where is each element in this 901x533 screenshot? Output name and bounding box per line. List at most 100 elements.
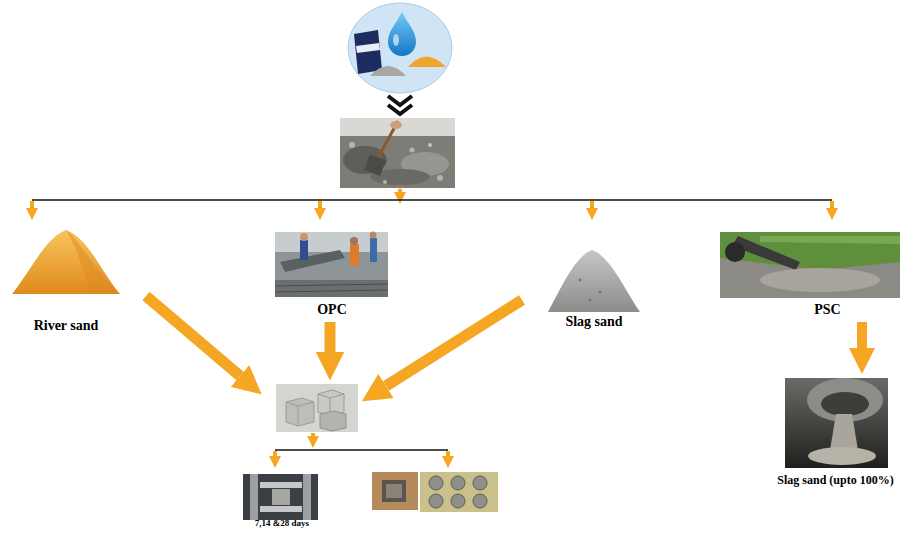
- mixing-photo: [428, 143, 432, 147]
- image-node: Slag sand (upto 100%): [774, 376, 897, 490]
- image-node: PSC: [758, 230, 897, 320]
- mixer-photo: [830, 414, 858, 450]
- opc-photo: [280, 250, 345, 272]
- slag-sand-pile: [599, 291, 602, 294]
- opc-photo: [275, 284, 388, 286]
- psc-photo: [760, 268, 880, 292]
- opc-photo: [275, 280, 388, 297]
- caption-text: Slag sand (upto 100%): [777, 474, 893, 488]
- slag-sand-pile: [589, 299, 592, 302]
- opc-photo: [275, 290, 388, 292]
- double-chevron: [388, 105, 412, 114]
- compression-photo: [272, 489, 290, 505]
- mixer-photo: [808, 447, 876, 465]
- river-sand-pile: [12, 230, 120, 294]
- opc-photo: [370, 232, 377, 239]
- compression-photo: [243, 474, 318, 520]
- caption-text: OPC: [317, 302, 347, 318]
- sample-photo: [372, 472, 418, 510]
- mixing-photo: [383, 180, 387, 184]
- test-connector: [446, 451, 450, 456]
- image-node: Slag sand: [545, 248, 643, 332]
- flow-arrow: [386, 300, 522, 386]
- materials-icon: [356, 43, 380, 53]
- flow-arrow: [857, 322, 867, 348]
- split-connector: [590, 201, 594, 208]
- cube-photo: [298, 406, 299, 426]
- caption-text: PSC: [814, 302, 840, 318]
- sample-photo: [372, 472, 418, 510]
- flow-arrow: [146, 296, 240, 376]
- test-connector: [275, 433, 448, 456]
- compression-photo: [303, 474, 311, 520]
- materials-icon: [370, 66, 406, 76]
- river-sand-pile: [66, 230, 120, 294]
- cube-photo: [276, 384, 358, 432]
- opc-photo: [275, 232, 388, 297]
- river-sand-pile: [12, 230, 120, 294]
- psc-photo: [720, 232, 900, 270]
- flow-arrow: [325, 322, 336, 352]
- split-connector: [30, 201, 34, 208]
- caption-text: 7,14 &28 days: [255, 518, 309, 528]
- mixing-photo: [340, 118, 455, 188]
- cylinder-photo: [429, 494, 443, 508]
- psc-photo: [720, 232, 900, 298]
- sample-photo: [386, 484, 402, 498]
- opc-photo: [300, 233, 308, 241]
- image-node: River sand: [8, 226, 124, 336]
- slag-sand-pile: [579, 279, 582, 282]
- image-node: 7,14 &28 days: [240, 470, 324, 530]
- split-connector: [32, 199, 832, 201]
- split-connector: [830, 201, 834, 208]
- mixing-photo: [437, 175, 443, 181]
- cylinder-photo: [451, 494, 465, 508]
- cube-photo: [320, 411, 346, 431]
- cylinder-photo: [429, 476, 443, 490]
- materials-icon: [348, 3, 452, 93]
- cube-photo: [286, 398, 314, 426]
- opc-photo: [350, 244, 359, 266]
- mixing-photo: [340, 118, 455, 136]
- slag-sand-pile: [548, 250, 640, 312]
- mixer-photo: [821, 392, 869, 416]
- caption-text: River sand: [34, 318, 99, 334]
- compression-photo: [260, 482, 302, 488]
- materials-icon: [354, 30, 382, 74]
- slag-sand-pile: [548, 250, 640, 312]
- mixing-photo: [390, 121, 402, 129]
- psc-photo: [725, 242, 745, 262]
- split-connector: [318, 201, 322, 208]
- cylinder-photo: [420, 472, 498, 512]
- flow-arrow: [146, 296, 522, 386]
- opc-photo: [275, 232, 388, 298]
- compression-photo: [260, 506, 302, 512]
- cylinder-photo: [473, 494, 487, 508]
- psc-photo: [760, 236, 900, 244]
- psc-photo: [720, 232, 900, 298]
- mixing-photo: [349, 142, 355, 148]
- materials-icon: [388, 12, 416, 56]
- caption-text: Slag sand: [565, 314, 622, 330]
- cube-photo: [286, 402, 314, 406]
- mixing-photo: [410, 148, 415, 153]
- mixer-photo: [785, 378, 888, 468]
- cylinder-photo: [473, 476, 487, 490]
- mixer-photo: [785, 378, 888, 468]
- double-chevron: [388, 96, 412, 114]
- materials-icon: [408, 57, 446, 68]
- opc-photo: [350, 237, 358, 245]
- test-connector: [275, 449, 448, 451]
- image-node: OPC: [272, 230, 392, 320]
- cylinder-photo: [451, 476, 465, 490]
- materials-icon: [393, 34, 399, 46]
- split-connector: [398, 189, 402, 192]
- double-chevron: [388, 96, 412, 105]
- compression-photo: [250, 474, 258, 520]
- compression-photo: [243, 474, 318, 520]
- mixing-photo: [364, 155, 386, 176]
- opc-photo: [300, 240, 308, 260]
